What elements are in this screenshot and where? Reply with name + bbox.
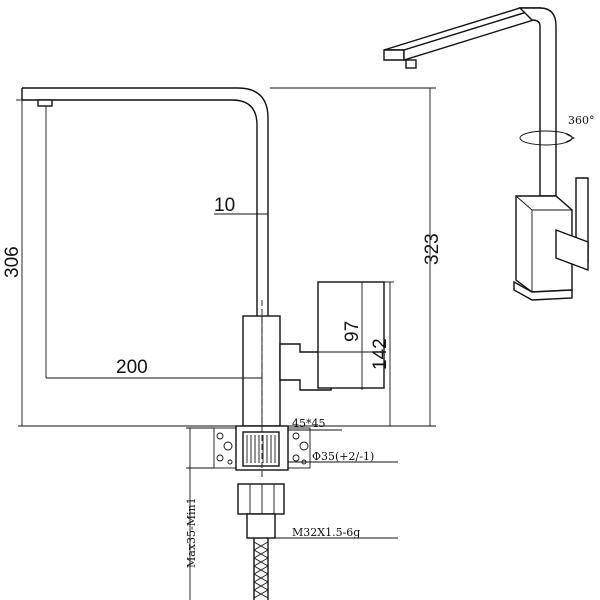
dim-323: 323 (422, 233, 443, 265)
dim-142: 142 (370, 338, 391, 370)
rotation-arrow-icon (519, 130, 573, 146)
dim-deck: Max35-Min1 (185, 497, 198, 568)
faucet-elevation (21, 87, 385, 600)
dim-thread: M32X1.5-6g (292, 526, 360, 539)
dim-360: 360° (568, 114, 595, 127)
dimension-lines (16, 87, 436, 600)
dim-200: 200 (116, 357, 148, 378)
dim-97: 97 (342, 321, 363, 342)
dim-phi35: Φ35(+2/-1) (312, 450, 374, 463)
fixing-nut (237, 483, 285, 515)
faucet-body (242, 315, 281, 427)
spout-outline-inner (22, 99, 258, 316)
countertop-section (213, 427, 311, 469)
mounting-nut (242, 431, 280, 467)
dim-306: 306 (2, 246, 23, 278)
handle-lever (317, 281, 385, 389)
dim-10: 10 (214, 195, 235, 216)
flexible-hose (253, 538, 269, 600)
spout-outline-outer (22, 87, 269, 316)
faucet-perspective: 360° (383, 7, 595, 301)
threaded-shank (246, 513, 276, 539)
aerator (37, 99, 53, 107)
dim-45x45: 45*45 (292, 417, 326, 430)
